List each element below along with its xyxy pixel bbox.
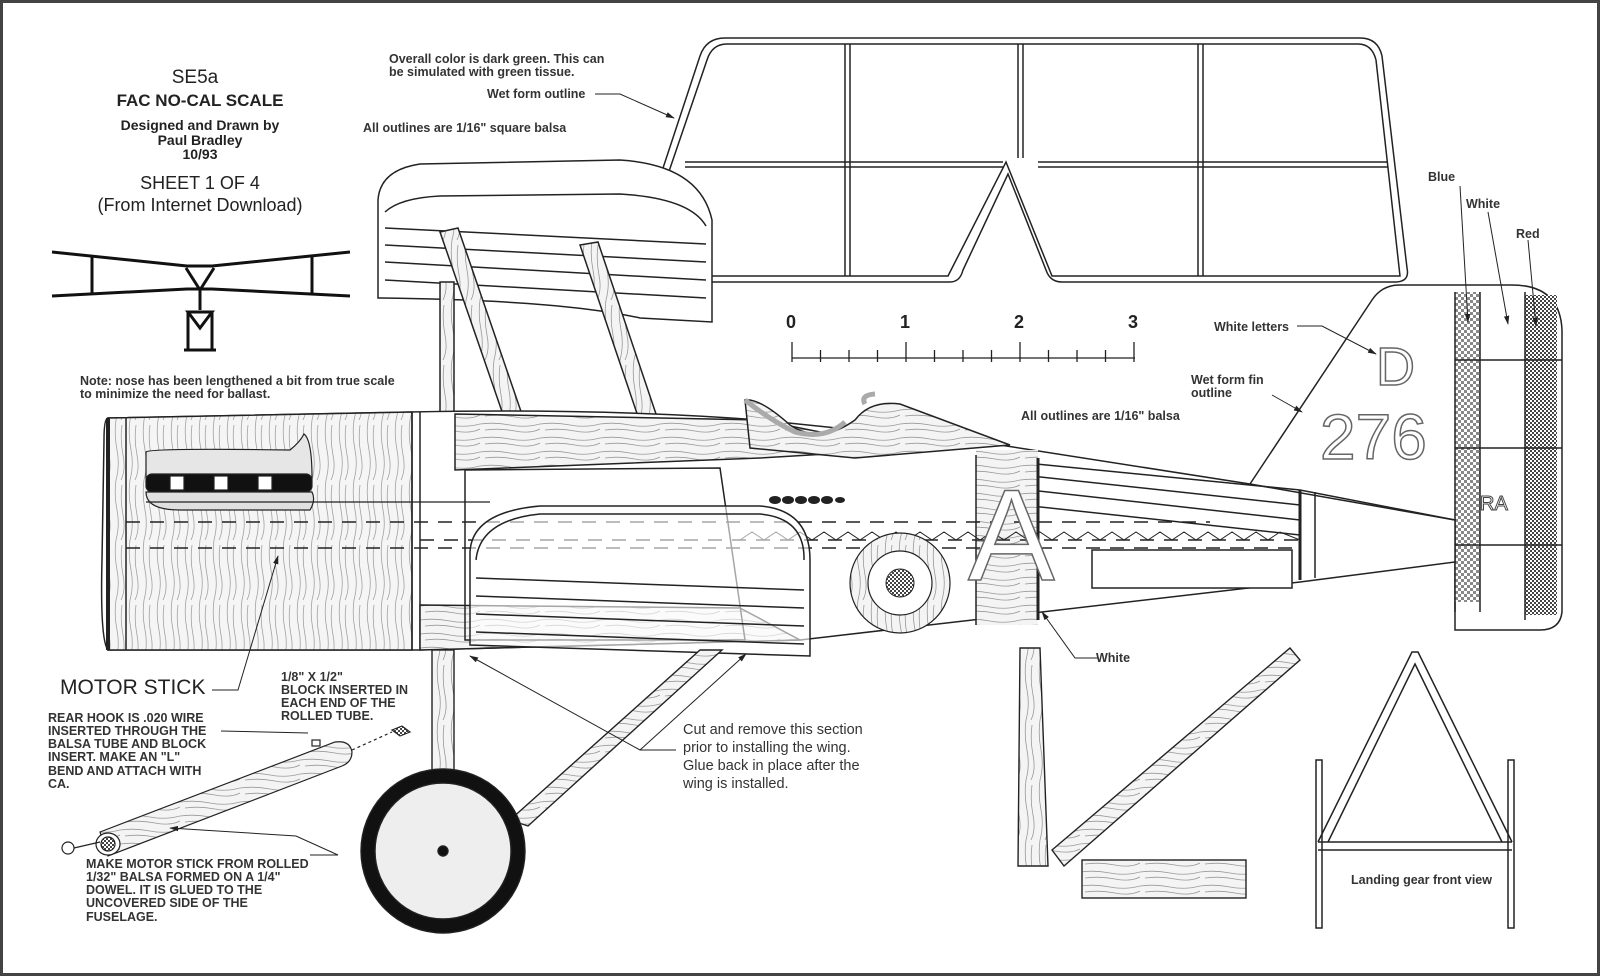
- white-stripe-label: White: [1466, 197, 1501, 211]
- scale-label-1: 1: [900, 312, 911, 332]
- landing-gear-label: Landing gear front view: [1351, 873, 1492, 887]
- serial-number: 276: [1319, 400, 1427, 474]
- scale-bar: [791, 342, 1135, 362]
- white-roundel-label: White: [1096, 651, 1131, 665]
- motor-stick-label: MOTOR STICK: [60, 676, 206, 699]
- landing-gear-front: [1315, 651, 1515, 929]
- scale-label-3: 3: [1128, 312, 1139, 332]
- designer-credit: Designed and Drawn by Paul Bradley 10/93: [120, 117, 280, 163]
- scale-label-2: 2: [1014, 312, 1025, 332]
- upper-wing-outline: [628, 37, 1409, 283]
- scale-label-0: 0: [786, 312, 797, 332]
- red-stripe-label: Red: [1516, 227, 1540, 241]
- loose-parts: [1017, 647, 1301, 899]
- wet-form-fin-label: Wet form fin outline: [1191, 373, 1264, 401]
- color-note: Overall color is dark green. This can be…: [389, 52, 605, 80]
- outlines-square-note: All outlines are 1/16" square balsa: [363, 121, 567, 135]
- fuselage-letter: A: [967, 462, 1055, 608]
- landing-gear-side: [360, 649, 724, 934]
- rear-hook-note: REAR HOOK IS .020 WIRE INSERTED THROUGH …: [48, 711, 207, 791]
- model-name: SE5a: [171, 67, 219, 88]
- motor-stick-note: MAKE MOTOR STICK FROM ROLLED 1/32" BALSA…: [86, 857, 309, 924]
- nose-note: Note: nose has been lengthened a bit fro…: [80, 374, 395, 402]
- front-view-icon: [51, 250, 351, 352]
- sheet-number: SHEET 1 OF 4: [140, 173, 260, 193]
- leader-lines: [169, 93, 1538, 856]
- outlines-balsa-note: All outlines are 1/16" balsa: [1021, 409, 1180, 423]
- engine-cowl: [145, 433, 490, 511]
- motor-stick-illustration: [61, 725, 412, 857]
- raf-letters: RA: [1480, 493, 1509, 516]
- exhaust: [769, 496, 845, 504]
- tail-fin: [1248, 284, 1563, 631]
- block-note: 1/8" X 1/2" BLOCK INSERTED IN EACH END O…: [281, 670, 409, 724]
- white-letters-label: White letters: [1214, 320, 1290, 334]
- wet-form-outline-label: Wet form outline: [487, 87, 586, 101]
- sheet-source: (From Internet Download): [97, 195, 303, 215]
- roundel: [849, 532, 951, 634]
- lower-wing-side: [469, 505, 811, 657]
- model-category: FAC NO-CAL SCALE: [116, 91, 284, 110]
- cut-note: Cut and remove this section prior to ins…: [683, 722, 863, 793]
- fin-letter: D: [1375, 336, 1416, 398]
- blue-stripe-label: Blue: [1428, 170, 1456, 184]
